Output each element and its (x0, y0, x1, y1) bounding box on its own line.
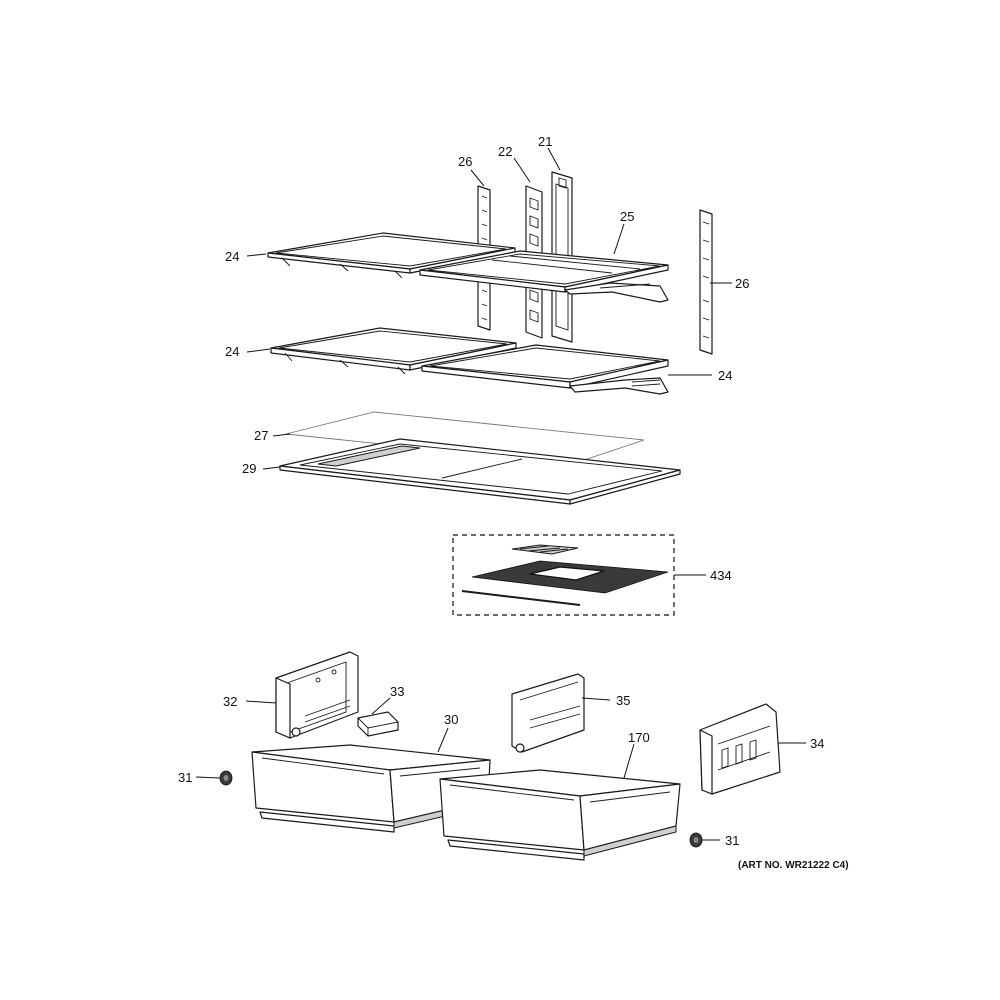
callout-24-middle: 24 (225, 344, 239, 359)
callout-31-right: 31 (725, 833, 739, 848)
shelf-24-top-left[interactable] (267, 232, 516, 279)
crisper-drawer-170[interactable] (439, 769, 681, 861)
callout-29: 29 (242, 461, 256, 476)
art-number: (ART NO. WR21222 C4) (738, 860, 849, 871)
callout-26-top: 26 (458, 154, 472, 169)
callout-32: 32 (223, 694, 237, 709)
drawer-bracket-35[interactable] (511, 673, 585, 753)
callout-434: 434 (710, 568, 732, 583)
callout-34: 34 (810, 736, 824, 751)
callout-24-right: 24 (718, 368, 732, 383)
callout-170: 170 (628, 730, 650, 745)
callout-22: 22 (498, 144, 512, 159)
callout-33: 33 (390, 684, 404, 699)
kit-434-strip[interactable] (461, 590, 581, 606)
callout-25: 25 (620, 209, 634, 224)
roller-31-right[interactable] (689, 832, 703, 848)
clip-33[interactable] (357, 711, 399, 737)
kit-434-filter-grille[interactable] (511, 544, 579, 555)
shelf-rail-26-right[interactable] (699, 209, 713, 355)
housing-34[interactable] (699, 703, 781, 795)
callout-27: 27 (254, 428, 268, 443)
crisper-cover-29[interactable] (279, 438, 681, 505)
roller-31-left[interactable] (219, 770, 233, 786)
callout-21: 21 (538, 134, 552, 149)
shelf-24-middle-left[interactable] (270, 327, 517, 375)
crisper-drawer-30[interactable] (251, 744, 491, 833)
kit-434-mat[interactable] (471, 560, 669, 594)
shelf-24-middle-right[interactable] (421, 344, 669, 395)
callout-35: 35 (616, 693, 630, 708)
leader-lines (195, 147, 806, 841)
callout-30: 30 (444, 712, 458, 727)
callout-24-top: 24 (225, 249, 239, 264)
shelf-25-top-right[interactable] (419, 250, 669, 303)
callout-31-left: 31 (178, 770, 192, 785)
drawer-bracket-32[interactable] (275, 651, 359, 739)
callout-26-right: 26 (735, 276, 749, 291)
